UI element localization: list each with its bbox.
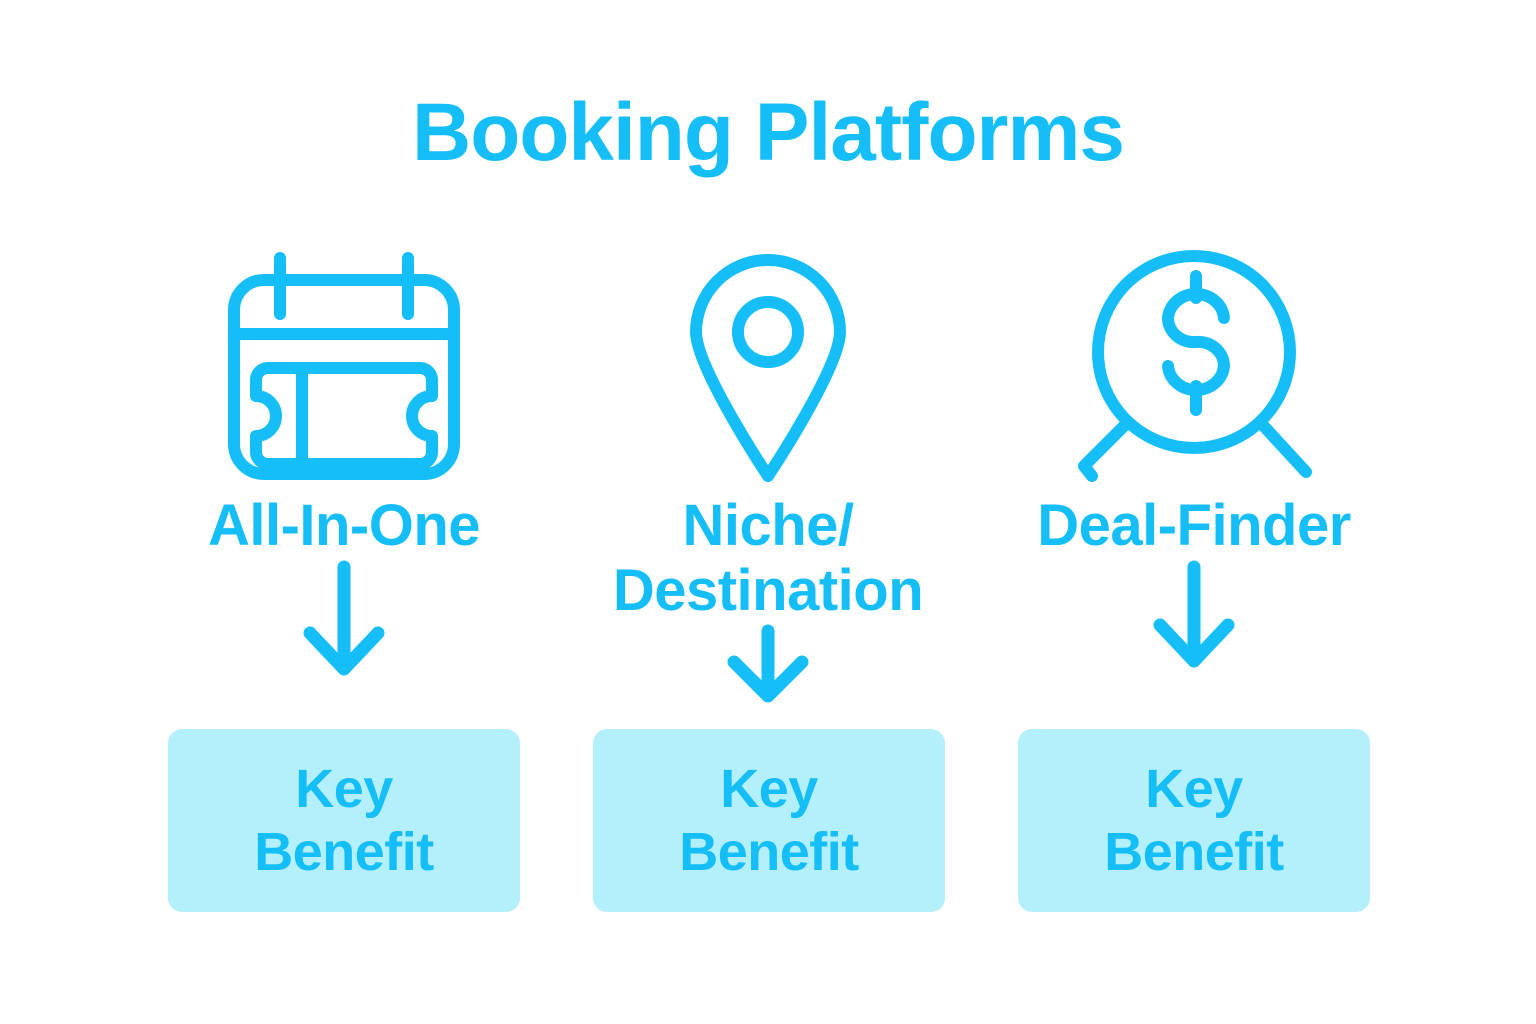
- benefit-text: Key Benefit: [254, 758, 434, 883]
- benefit-box-deal-finder[interactable]: Key Benefit: [1018, 729, 1370, 912]
- map-pin-icon: [588, 250, 948, 490]
- benefit-line-2: Benefit: [254, 821, 434, 882]
- benefit-line-2: Benefit: [679, 821, 859, 882]
- category-label-all-in-one: All-In-One: [207, 493, 481, 558]
- arrow-down-all-in-one: [164, 559, 524, 677]
- benefit-line-1: Key: [1145, 758, 1243, 819]
- benefit-box-niche-destination[interactable]: Key Benefit: [593, 729, 945, 912]
- benefit-line-1: Key: [720, 758, 818, 819]
- calendar-ticket-icon: [164, 250, 524, 490]
- arrow-down-niche-destination: [588, 624, 948, 704]
- category-column-niche-destination: Niche/ Destination: [588, 250, 948, 704]
- benefit-box-all-in-one[interactable]: Key Benefit: [168, 729, 520, 912]
- benefit-line-1: Key: [295, 758, 393, 819]
- benefit-text: Key Benefit: [1104, 758, 1284, 883]
- category-column-deal-finder: Deal-Finder: [1014, 250, 1374, 669]
- benefit-line-2: Benefit: [1104, 821, 1284, 882]
- category-column-all-in-one: All-In-One: [164, 250, 524, 677]
- category-label-niche-destination: Niche/ Destination: [588, 493, 948, 624]
- arrow-down-deal-finder: [1014, 559, 1374, 669]
- benefit-text: Key Benefit: [679, 758, 859, 883]
- page-title: Booking Platforms: [412, 87, 1125, 178]
- magnifier-dollar-icon: [1014, 250, 1374, 490]
- category-label-line-2: Destination: [612, 557, 924, 623]
- category-label-line-1: Niche/: [682, 493, 854, 558]
- category-label-deal-finder: Deal-Finder: [1037, 493, 1351, 558]
